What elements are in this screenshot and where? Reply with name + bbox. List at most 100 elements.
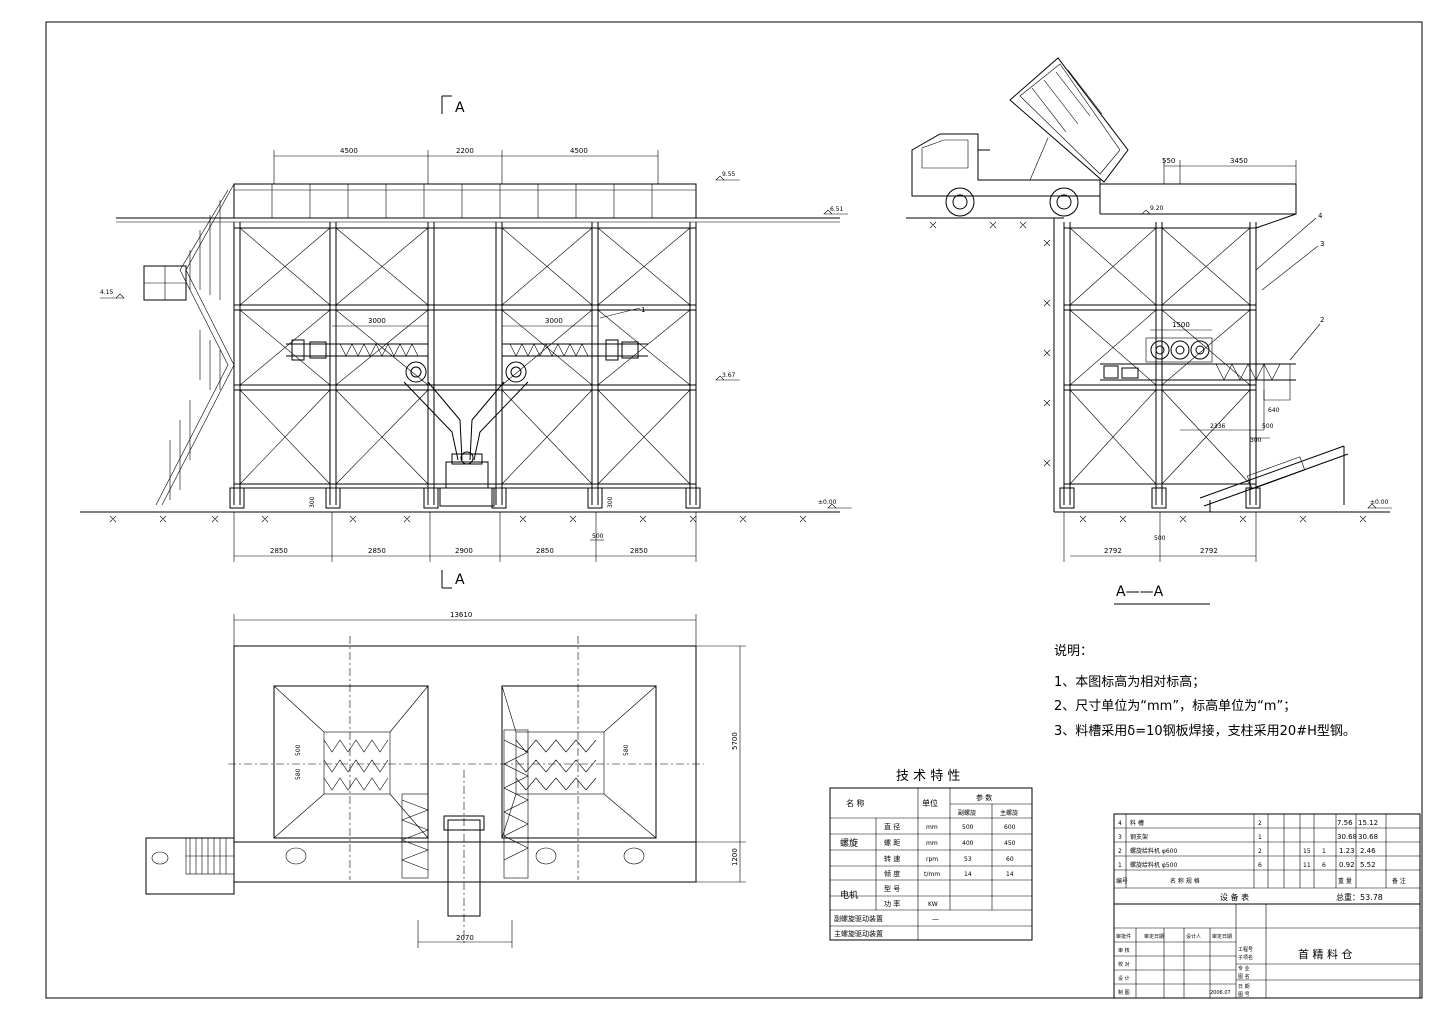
- tb-cell-3: 设计人: [1186, 933, 1201, 940]
- tech-motor-label: 电机: [840, 889, 858, 901]
- tb-date-value: 2006.07: [1210, 990, 1231, 996]
- tb-cell-11: 审 核: [1118, 947, 1130, 954]
- side-callout-4: 4: [1318, 212, 1323, 220]
- side-dim-right-4: 300: [1250, 437, 1262, 444]
- tb-cell-1: 审批件: [1116, 933, 1131, 940]
- tech-row4-v2: 14: [1006, 871, 1014, 878]
- side-dim-right-1: 640: [1268, 407, 1280, 414]
- tech-motor-row1-name: 型 号: [884, 884, 900, 893]
- section-mark-bottom: A: [455, 572, 465, 588]
- side-dim-bottom-1: 2792: [1104, 547, 1122, 555]
- tech-row4-name: 倾 度: [884, 869, 900, 878]
- parts-row1-w1: 7.56: [1337, 819, 1353, 827]
- tb-cell-6: 子项名: [1238, 954, 1253, 961]
- tech-header-unit: 单位: [922, 798, 938, 808]
- tech-row3-unit: rpm: [926, 856, 938, 863]
- tech-row2-unit: mm: [926, 840, 938, 847]
- tech-row3-v2: 60: [1006, 856, 1014, 863]
- parts-row3-no: 2: [1118, 848, 1122, 855]
- tb-cell-4: 审定日期: [1212, 933, 1232, 940]
- front-dim-top-1: 4500: [340, 147, 358, 155]
- parts-table-label: 设 备 表: [1220, 892, 1249, 902]
- tech-extra-row1-name: 副螺旋驱动装置: [834, 914, 883, 923]
- front-callout-1: 1: [641, 306, 645, 314]
- parts-row4-w1: 0.92: [1339, 861, 1355, 869]
- tb-cell-13: 设 计: [1118, 975, 1130, 982]
- tech-row2-v1: 400: [962, 840, 974, 847]
- plan-total-width: 13610: [450, 611, 472, 619]
- tech-row2-v2: 450: [1004, 840, 1016, 847]
- plan-height-dim-1: 5700: [731, 732, 739, 750]
- section-mark-top: A: [455, 100, 465, 116]
- tb-cell-10: 图 号: [1238, 992, 1250, 998]
- tech-row3-name: 转 速: [884, 854, 900, 863]
- side-dim-bottom-2: 2792: [1200, 547, 1218, 555]
- parts-row2-no: 3: [1118, 834, 1122, 841]
- tb-cell-5: 工程号: [1238, 946, 1253, 953]
- tech-header-name: 名 称: [846, 798, 865, 808]
- tech-extra-row1-value: —: [932, 915, 939, 923]
- parts-total-weight: 总重：53.78: [1336, 892, 1383, 902]
- parts-row3-w2: 2.46: [1360, 847, 1376, 855]
- side-dim-right-2: 2336: [1210, 423, 1225, 430]
- tb-cell-12: 校 对: [1118, 961, 1130, 968]
- tech-extra-row2-name: 主螺旋驱动装置: [834, 929, 883, 938]
- front-dim-small-3: 300: [607, 496, 614, 508]
- parts-row1-w2: 15.12: [1358, 819, 1378, 827]
- parts-row2-w1: 30.68: [1337, 833, 1357, 841]
- parts-row2-w2: 30.68: [1358, 833, 1378, 841]
- tech-row4-unit: t/mm: [924, 871, 940, 878]
- front-dim-bottom-3: 2900: [455, 547, 473, 555]
- tech-table-title: 技 术 特 性: [896, 769, 960, 784]
- front-dim-small-2: 300: [309, 496, 316, 508]
- side-elev-truck: 9.20: [1150, 205, 1164, 212]
- tech-row1-v1: 500: [962, 824, 974, 831]
- tb-cell-8: 图 名: [1238, 973, 1250, 980]
- front-dim-top-3: 4500: [570, 147, 588, 155]
- parts-row3-name: 螺旋给料机 φ600: [1130, 847, 1178, 855]
- tech-header-sub2: 主螺旋: [1000, 809, 1018, 817]
- tech-row2-name: 螺 距: [884, 838, 900, 847]
- parts-row1-qty: 2: [1258, 820, 1262, 827]
- plan-conveyor-dim: 2070: [456, 934, 474, 942]
- plan-inner-dim-3: 580: [623, 744, 630, 756]
- tech-row1-unit: mm: [926, 824, 938, 831]
- front-dim-bottom-4: 2850: [536, 547, 554, 555]
- parts-row4-name: 螺旋给料机 φ500: [1130, 861, 1178, 869]
- front-dim-bottom-2: 2850: [368, 547, 386, 555]
- side-dim-small: 500: [1154, 535, 1166, 542]
- front-elev-1: 9.55: [722, 171, 736, 178]
- parts-row3-w1: 1.23: [1339, 847, 1355, 855]
- tech-row3-v1: 53: [964, 856, 972, 863]
- notes-title: 说明：: [1054, 644, 1093, 659]
- plan-inner-dim-1: 500: [295, 744, 302, 756]
- plan-view: 13610 5700 1200 500 580 580 2070: [145, 611, 746, 948]
- parts-row2-qty: 1: [1258, 834, 1262, 841]
- dump-truck: [911, 57, 1129, 217]
- front-dim-top-2: 2200: [456, 147, 474, 155]
- side-screw-dim: 1500: [1172, 321, 1190, 329]
- note-2: 2、尺寸单位为“mm”，标高单位为“m”；: [1054, 698, 1296, 714]
- parts-row3-c1: 15: [1303, 848, 1311, 855]
- note-1: 1、本图标高为相对标高；: [1054, 674, 1205, 690]
- note-3: 3、料槽采用δ=10钢板焊接，支柱采用20#H型钢。: [1054, 723, 1356, 739]
- side-elev-ground: ±0.00: [1370, 499, 1389, 506]
- parts-row4-c1: 11: [1303, 862, 1311, 869]
- front-elev-4: 3.67: [722, 372, 736, 379]
- front-screw-dim-1: 3000: [368, 317, 386, 325]
- parts-list: 4 料 槽 2 7.56 15.12 3 钢支架 1 30.68 30.68 2…: [1113, 813, 1421, 905]
- parts-row1-name: 料 槽: [1130, 819, 1144, 827]
- tech-header-params: 参 数: [976, 793, 992, 802]
- tech-header-sub1: 副螺旋: [958, 809, 976, 817]
- front-elev-3: 4.15: [100, 289, 114, 296]
- front-dim-bottom-5: 2850: [630, 547, 648, 555]
- tech-motor-row2-unit: KW: [928, 901, 938, 908]
- side-dim-top-2: 3450: [1230, 157, 1248, 165]
- front-elevation-view: A A: [80, 95, 852, 589]
- tech-screw-label: 螺旋: [840, 837, 858, 849]
- parts-row3-qty: 2: [1258, 848, 1262, 855]
- parts-row1-no: 4: [1118, 820, 1122, 827]
- tech-row1-v2: 600: [1004, 824, 1016, 831]
- section-a-a-view: 550 3450 9.20 1500 640 2336 500 300 2792…: [906, 57, 1392, 605]
- side-dim-right-3: 500: [1262, 423, 1274, 430]
